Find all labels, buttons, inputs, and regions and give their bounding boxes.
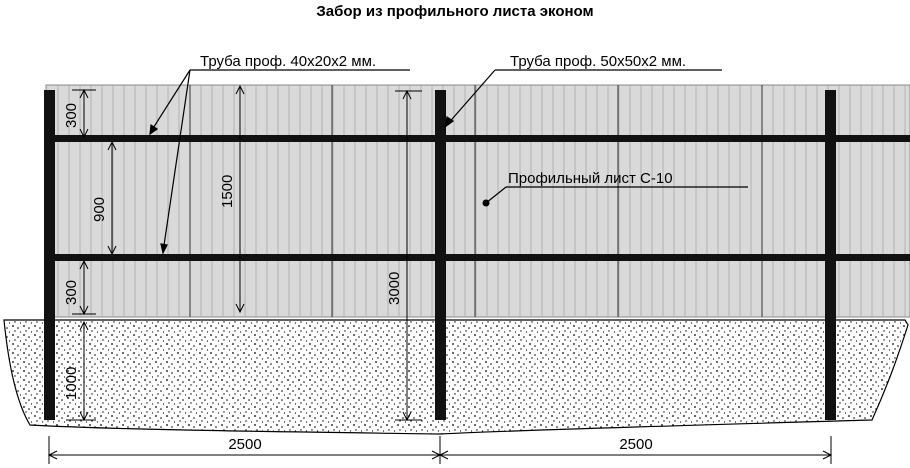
dim-sheet-height-label: 1500 <box>219 175 236 208</box>
label-pipe-large: Труба проф. 50х50х2 мм. <box>510 53 686 70</box>
leader-pipe-small <box>149 69 410 255</box>
dim-middle-label: 900 <box>91 197 108 222</box>
label-pipe-small: Труба проф. 40х20х2 мм. <box>200 53 376 70</box>
dim-middle <box>107 140 117 256</box>
dim-bottom-gap <box>72 259 96 316</box>
dim-post-height-label: 3000 <box>386 272 403 305</box>
dim-burial-depth <box>66 320 96 422</box>
sheet-panel-joints <box>189 85 763 317</box>
dim-bottom-gap-label: 300 <box>63 280 80 305</box>
dim-top-gap <box>72 88 96 139</box>
post-middle <box>435 90 446 420</box>
dim-post-height <box>395 89 422 422</box>
post-right <box>825 90 836 420</box>
leader-pipe-large <box>444 69 722 129</box>
lower-rail <box>46 254 910 261</box>
leader-sheet <box>485 186 748 204</box>
dim-top-gap-label: 300 <box>63 103 80 128</box>
ground-area <box>3 319 909 435</box>
dim-burial-depth-label: 1000 <box>63 367 80 400</box>
dim-span-left-label: 2500 <box>228 436 261 453</box>
dim-span-right-label: 2500 <box>619 436 652 453</box>
diagram-title: Забор из профильного листа эконом <box>316 3 593 20</box>
upper-rail <box>46 135 910 142</box>
label-sheet: Профильный лист С-10 <box>508 170 673 187</box>
post-left <box>44 90 55 420</box>
profiled-sheet <box>45 84 910 318</box>
dim-sheet-height <box>235 84 245 314</box>
dim-spans <box>47 436 833 464</box>
sheet-pointer-dot <box>482 199 490 207</box>
